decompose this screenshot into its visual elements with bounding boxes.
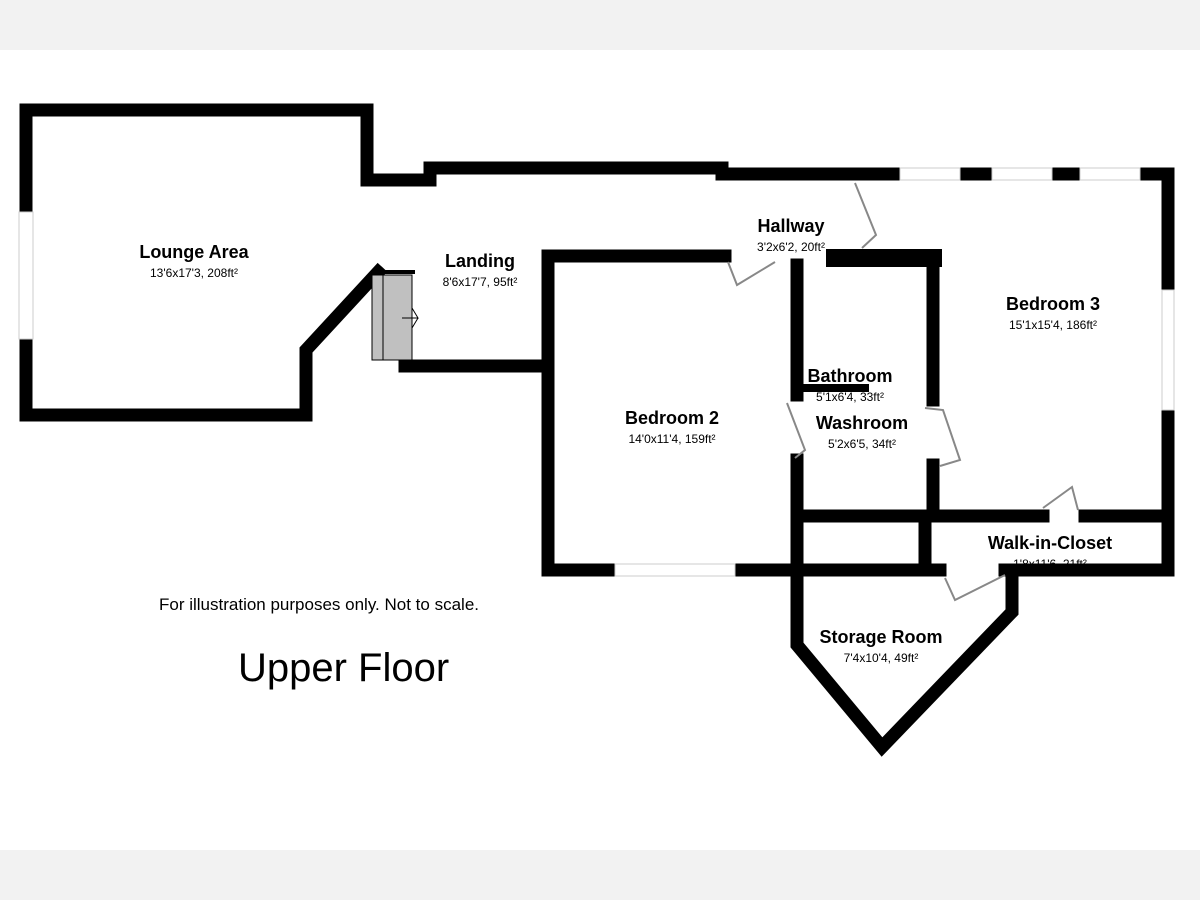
- doors: [727, 182, 1079, 602]
- floor-title: Upper Floor: [238, 646, 450, 690]
- room-name: Bathroom: [807, 366, 893, 386]
- room-name: Lounge Area: [139, 242, 249, 262]
- disclaimer: For illustration purposes only. Not to s…: [159, 595, 479, 614]
- room-hallway: Hallway 3'2x6'2, 20ft²: [757, 216, 825, 254]
- room-name: Washroom: [815, 413, 909, 433]
- bottom-band: [0, 850, 1200, 900]
- room-name: Walk-in-Closet: [987, 533, 1113, 553]
- room-name: Bedroom 2: [624, 408, 720, 428]
- room-name: Landing: [444, 251, 515, 271]
- top-band: [0, 0, 1200, 50]
- room-landing: Landing 8'6x17'7, 95ft²: [443, 251, 518, 289]
- room-dims: 1'8x11'6, 21ft²: [1013, 557, 1087, 571]
- room-name: Bedroom 3: [1005, 294, 1101, 314]
- storage-walls: [790, 568, 1019, 757]
- room-dims: 5'2x6'5, 34ft²: [828, 437, 896, 451]
- room-dims: 13'6x17'3, 208ft²: [150, 266, 238, 280]
- room-lounge-area: Lounge Area 13'6x17'3, 208ft²: [139, 242, 248, 280]
- room-bedroom-3: Bedroom 3 15'1x15'4, 186ft²: [1006, 294, 1100, 332]
- windows: [18, 167, 1175, 577]
- lounge-bottom-wall: [19, 262, 388, 422]
- room-dims: 8'6x17'7, 95ft²: [442, 275, 518, 289]
- room-walk-in-closet: Walk-in-Closet 1'8x11'6, 21ft²: [988, 533, 1112, 571]
- room-dims: 15'1x15'4, 186ft²: [1009, 318, 1097, 332]
- stairs: [371, 274, 419, 361]
- room-storage-room: Storage Room 7'4x10'4, 49ft²: [819, 627, 942, 665]
- walls: [19, 103, 1175, 757]
- room-bedroom-2: Bedroom 2 14'0x11'4, 159ft²: [625, 408, 719, 446]
- room-name: Hallway: [757, 216, 825, 236]
- bedroom2-walls: [541, 249, 947, 577]
- room-dims: 3'2x6'2, 20ft²: [757, 240, 825, 254]
- room-dims: 7'4x10'4, 49ft²: [843, 651, 919, 665]
- room-name: Storage Room: [819, 627, 943, 647]
- room-washroom: Washroom 5'2x6'5, 34ft²: [816, 413, 908, 451]
- room-dims: 14'0x11'4, 159ft²: [628, 432, 716, 446]
- room-bathroom: Bathroom 5'1x6'4, 33ft²: [808, 366, 893, 404]
- room-dims: 5'1x6'4, 33ft²: [816, 390, 884, 404]
